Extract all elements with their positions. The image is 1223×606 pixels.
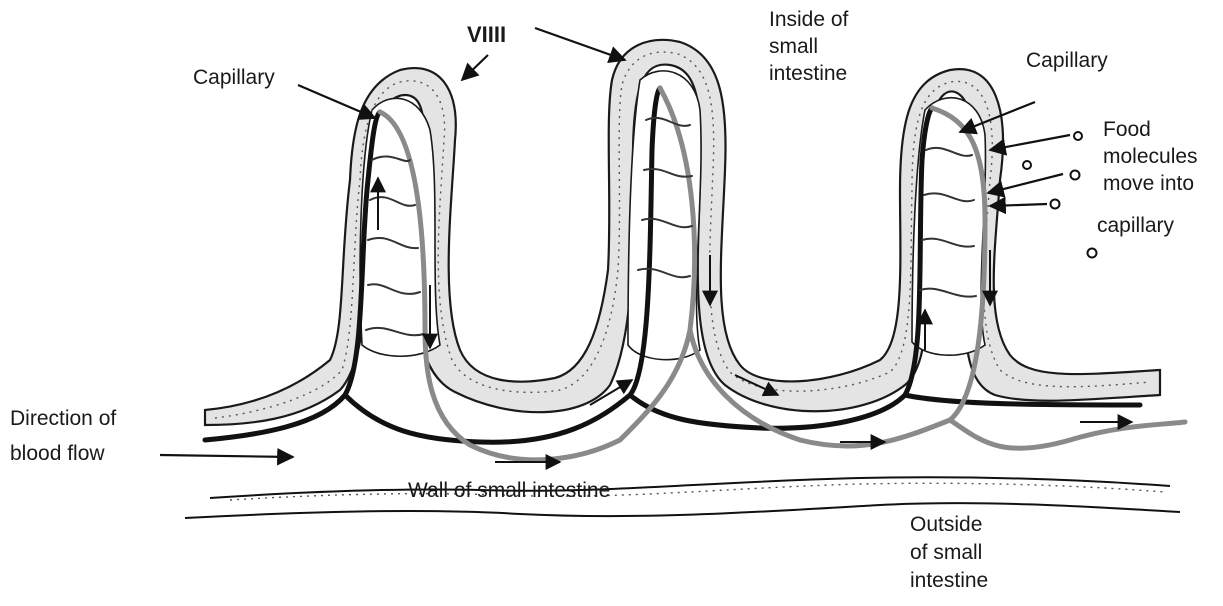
label-food-line3: move into bbox=[1103, 172, 1194, 195]
capillary-left-pointer bbox=[298, 85, 375, 118]
label-outside-line3: intestine bbox=[910, 569, 988, 592]
label-food-line1: Food bbox=[1103, 118, 1151, 141]
label-food-line2: molecules bbox=[1103, 145, 1198, 168]
label-food-line4: capillary bbox=[1097, 214, 1175, 237]
intestine-wall-lower bbox=[185, 503, 1180, 518]
food-molecule bbox=[1088, 249, 1097, 258]
food-molecules bbox=[1023, 132, 1097, 258]
label-direction-line1: Direction of bbox=[10, 407, 116, 430]
label-capillary-left: Capillary bbox=[193, 66, 275, 89]
label-villi: VIIII bbox=[467, 22, 506, 47]
intestine-wall-upper bbox=[210, 477, 1170, 498]
label-inside-line2: small bbox=[769, 35, 818, 58]
label-inside-line3: intestine bbox=[769, 62, 847, 85]
food-molecule bbox=[1071, 171, 1080, 180]
villi-pointer-left bbox=[462, 55, 488, 80]
food-molecule bbox=[1074, 132, 1082, 140]
label-capillary-right: Capillary bbox=[1026, 49, 1108, 72]
food-molecule bbox=[1023, 161, 1031, 169]
food-molecule bbox=[1051, 200, 1060, 209]
label-outside-line1: Outside bbox=[910, 513, 982, 536]
label-outside-line2: of small bbox=[910, 541, 982, 564]
label-inside-line1: Inside of bbox=[769, 8, 849, 31]
villi-pointer-right bbox=[535, 28, 625, 60]
blood-flow-pointer bbox=[160, 455, 293, 457]
label-wall: Wall of small intestine bbox=[408, 479, 610, 502]
label-direction-line2: blood flow bbox=[10, 442, 105, 465]
